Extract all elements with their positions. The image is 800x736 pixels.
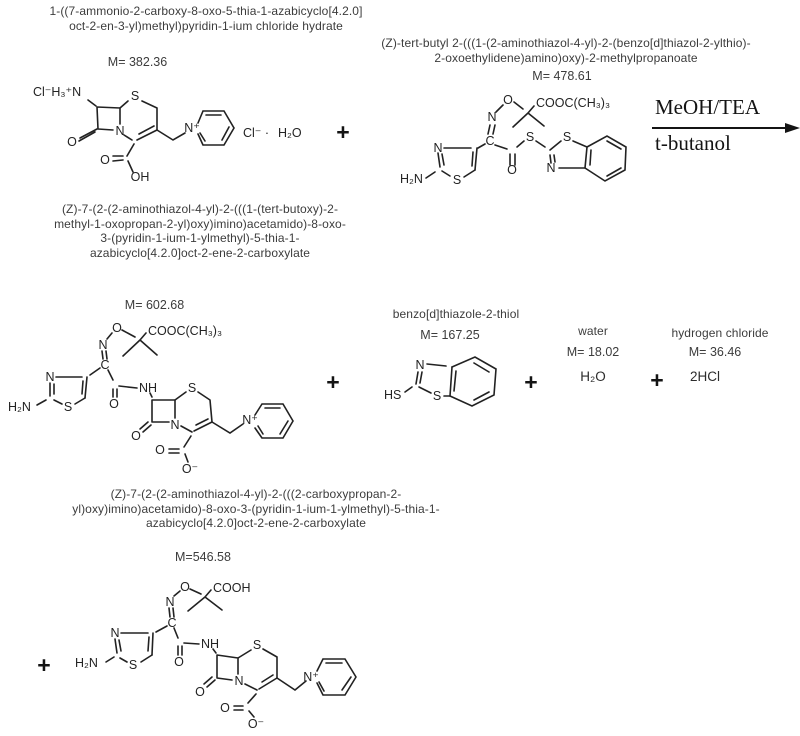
oxime-nitrogen-label: N (487, 110, 496, 124)
plus-sign-5: + (37, 652, 51, 678)
plus-sign-4: + (650, 367, 664, 393)
carboxylate-o-minus-label: O⁻ (248, 717, 264, 731)
conditions-above-arrow: MeOH/TEA (655, 95, 760, 119)
reactant1-name-line2: oct-2-en-3-yl)methyl)pyridin-1-ium chlor… (69, 18, 343, 33)
oxime-oxygen-label: O (503, 93, 513, 107)
carbon-label: C (485, 134, 494, 148)
thiazole-sulfur-label: S (129, 658, 137, 672)
lactam-oxygen-label: O (131, 429, 141, 443)
reactant2-name-line2: 2-oxoethylidene)amino)oxy)-2-methylpropa… (434, 50, 698, 65)
sulfur-label: S (131, 89, 139, 103)
structure-reactant2: H₂N N S C N O COOC(CH₃)₃ O S S N (400, 93, 627, 187)
byproduct-thiol-mass: M= 167.25 (420, 328, 480, 342)
ester-group-label: COOC(CH₃)₃ (148, 324, 222, 338)
thioester-sulfur-label: S (526, 130, 534, 144)
byproduct-thiol-name: benzo[d]thiazole-2-thiol (392, 307, 520, 321)
chloride-ion-label: Cl⁻ · (243, 126, 269, 140)
carboxylate-o-minus-label: O⁻ (182, 462, 198, 476)
ketone-oxygen-label: O (507, 163, 517, 177)
product-main-name-line3: 3-(pyridin-1-ium-1-ylmethyl)-5-thia-1- (100, 231, 300, 245)
ester-group-label: COOC(CH₃)₃ (536, 96, 610, 110)
plus-sign-1: + (336, 119, 350, 145)
reactant2-mass: M= 478.61 (532, 69, 592, 83)
thiazole-sulfur-label: S (64, 400, 72, 414)
pyridinium-nitrogen-label: N⁺ (303, 670, 319, 684)
pyridinium-nitrogen-label: N⁺ (242, 413, 258, 427)
product-main-name-line1: (Z)-7-(2-(2-aminothiazol-4-yl)-2-(((1-(t… (61, 202, 339, 216)
reactant1-mass: M= 382.36 (107, 55, 168, 69)
oxime-oxygen-label: O (112, 321, 122, 335)
plus-sign-3: + (524, 369, 538, 395)
amide-nh-label: NH (139, 381, 157, 395)
reactant1-name: 1-((7-ammonio-2-carboxy-8-oxo-5-thia-1-a… (10, 4, 402, 33)
hydroxyl-label: OH (131, 170, 150, 184)
acid-group-label: COOH (213, 581, 251, 595)
thiol-hs-label: HS (384, 388, 401, 402)
carbon-label: C (167, 616, 176, 630)
reactant2-name-line1: (Z)-tert-butyl 2-(((1-(2-aminothiazol-4-… (381, 36, 751, 50)
cephem-sulfur-label: S (253, 638, 261, 652)
cephem-sulfur-label: S (188, 381, 196, 395)
product-final-name-line3: azabicyclo[4.2.0]oct-2-ene-2-carboxylate (145, 516, 367, 530)
amine-label: H₂N (75, 656, 98, 670)
benzothiazole-sulfur-label: S (563, 130, 571, 144)
byproduct-hcl-mass: M= 36.46 (688, 345, 742, 359)
cephem-nitrogen-label: N (234, 674, 243, 688)
ammonium-chloride-label: Cl⁻H₃⁺N (33, 85, 81, 99)
byproduct-water-name: water (578, 324, 608, 338)
product-main-mass: M= 602.68 (124, 298, 185, 312)
reaction-arrow (652, 123, 800, 133)
product-main-name-line4: azabicyclo[4.2.0]oct-2-ene-2-carboxylate (89, 245, 311, 260)
product-final-name-line1: (Z)-7-(2-(2-aminothiazol-4-yl)-2-(((2-ca… (110, 487, 402, 501)
structure-product-final: H₂N N S C N O COOH O NH S N O O O⁻ N⁺ (75, 580, 357, 731)
plus-sign-2: + (326, 369, 340, 395)
amide-nh-label: NH (201, 637, 219, 651)
product-final-name-line2: yl)oxy)imino)acetamido)-8-oxo-3-(pyridin… (72, 501, 440, 516)
reactant2-name: (Z)-tert-butyl 2-(((1-(2-aminothiazol-4-… (334, 36, 798, 65)
amide-oxygen-label: O (109, 397, 119, 411)
thiazole-nitrogen-label: N (110, 626, 119, 640)
byproduct-hcl-name: hydrogen chloride (671, 326, 769, 340)
lactam-oxygen-label: O (195, 685, 205, 699)
structure-product-main: H₂N N S C N O COOC(CH₃)₃ O NH S N O O O⁻… (8, 321, 294, 476)
pyridinium-nitrogen-label: N⁺ (184, 121, 200, 135)
product-final-mass: M=546.58 (175, 550, 231, 564)
oxime-nitrogen-label: N (165, 595, 174, 609)
product-main-name-line2: methyl-1-oxopropan-2-yl)oxy)imino)acetam… (54, 216, 346, 231)
thiazole-sulfur-label: S (453, 173, 461, 187)
byproduct-water-formula: H₂O (580, 369, 606, 384)
hydrate-label: H₂O (278, 126, 302, 140)
thiazole-nitrogen-label: N (433, 141, 442, 155)
oxime-oxygen-label: O (180, 580, 190, 594)
oxime-nitrogen-label: N (98, 338, 107, 352)
amine-label: H₂N (400, 172, 423, 186)
thiol-nitrogen-label: N (415, 358, 424, 372)
reactant1-name-line1: 1-((7-ammonio-2-carboxy-8-oxo-5-thia-1-a… (49, 4, 363, 18)
byproduct-water-mass: M= 18.02 (566, 345, 620, 359)
acid-oxygen-label: O (100, 153, 110, 167)
lactam-oxygen-label: O (67, 135, 77, 149)
structure-reactant1: Cl⁻H₃⁺N S N O O OH N⁺ Cl⁻ · H₂O (33, 85, 302, 184)
product-main-name: (Z)-7-(2-(2-aminothiazol-4-yl)-2-(((1-(t… (4, 202, 396, 260)
product-final-name: (Z)-7-(2-(2-aminothiazol-4-yl)-2-(((2-ca… (0, 487, 512, 531)
carbon-label: C (100, 358, 109, 372)
nitrogen-label: N (115, 124, 124, 138)
thiol-sulfur-label: S (433, 389, 441, 403)
benzothiazole-nitrogen-label: N (546, 161, 555, 175)
thiazole-nitrogen-label: N (45, 370, 54, 384)
carboxylate-oxygen-label: O (220, 701, 230, 715)
amide-oxygen-label: O (174, 655, 184, 669)
byproduct-hcl-formula: 2HCl (689, 369, 720, 384)
structure-byproduct-thiol: N S HS (384, 356, 497, 407)
amine-label: H₂N (8, 400, 31, 414)
conditions-below-arrow: t-butanol (655, 131, 731, 155)
carboxylate-oxygen-label: O (155, 443, 165, 457)
cephem-nitrogen-label: N (170, 418, 179, 432)
